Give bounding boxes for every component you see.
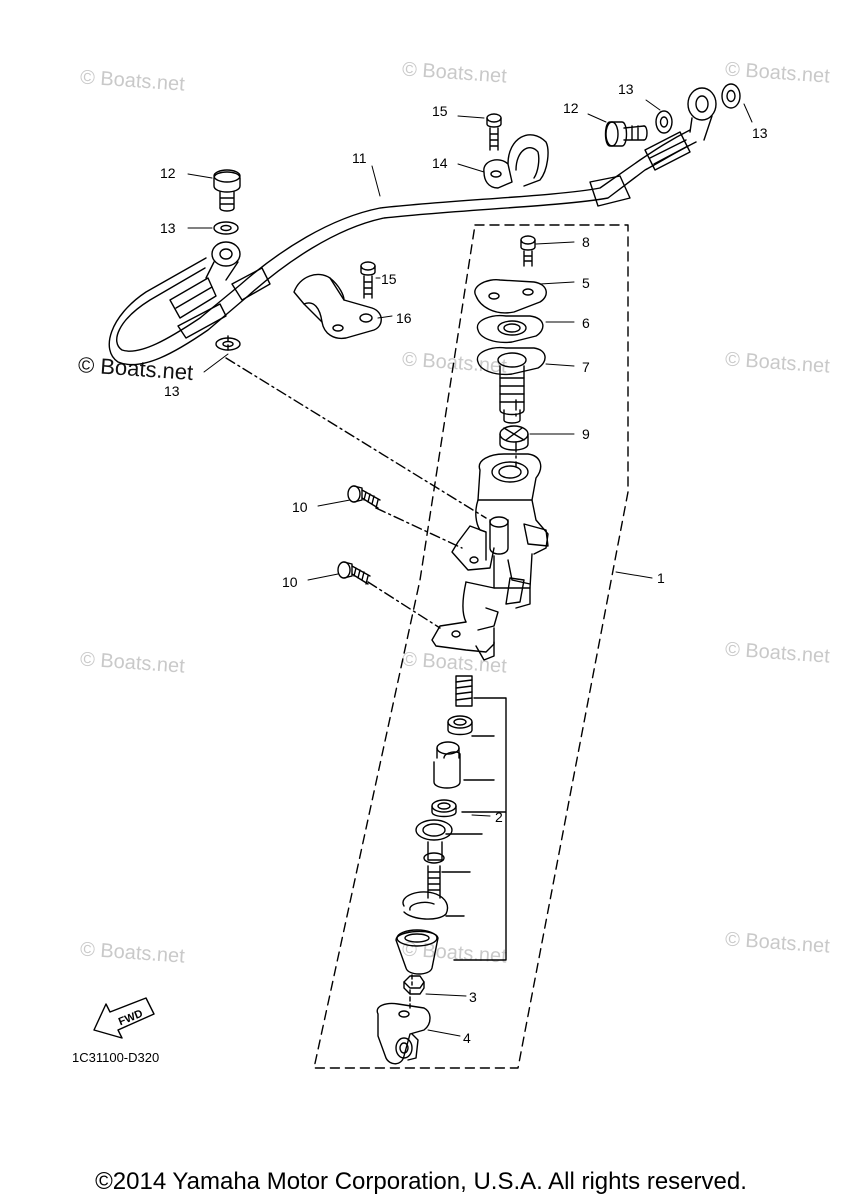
float: [499, 425, 529, 451]
diaphragm: [476, 346, 546, 424]
clevis: [376, 1002, 431, 1065]
callout-13-left-upper: 13: [160, 220, 176, 236]
callout-13-left-lower: 13: [164, 383, 180, 399]
callout-15-upper: 15: [432, 103, 448, 119]
callout-15-lower: 15: [381, 271, 397, 287]
callout-12-left: 12: [160, 165, 176, 181]
master-cylinder-body: [431, 453, 549, 661]
callout-7: 7: [582, 359, 590, 375]
hose-clamp-upper: [483, 134, 549, 189]
callout-6: 6: [582, 315, 590, 331]
clamp-screw-upper: [486, 113, 502, 151]
callout-10-lower: 10: [282, 574, 298, 590]
cap-plate: [476, 314, 544, 344]
reservoir-cap: [474, 279, 547, 314]
callout-8: 8: [582, 234, 590, 250]
assembly-outline: [313, 224, 629, 1069]
union-bolt-upper-left: [213, 169, 241, 212]
alignment-line: [367, 581, 441, 629]
callout-5: 5: [582, 275, 590, 291]
callout-11: 11: [352, 150, 367, 166]
callout-13-right-inner: 13: [618, 81, 634, 97]
callout-4: 4: [463, 1030, 471, 1046]
alignment-line: [225, 357, 487, 519]
brake-hose: [108, 87, 717, 366]
piston-kit: [395, 675, 473, 975]
diagram-code: 1C31100-D320: [72, 1050, 160, 1065]
cap-bolt: [520, 235, 536, 267]
callout-10-upper: 10: [292, 499, 308, 515]
hose-guide: [293, 273, 382, 340]
callout-9: 9: [582, 426, 590, 442]
alignment-line: [375, 507, 463, 549]
leader-lines: [187, 99, 753, 1037]
callout-2: 2: [495, 809, 503, 825]
callout-12-right: 12: [563, 100, 579, 116]
clamp-screw-lower: [360, 261, 376, 299]
callout-13-right-outer: 13: [752, 125, 768, 141]
union-bolt-upper-right: [604, 121, 648, 147]
fwd-arrow: [93, 997, 155, 1039]
callout-14: 14: [432, 155, 448, 171]
fwd-label: FWD: [117, 1008, 145, 1029]
mounting-bolt-lower: [337, 561, 371, 585]
part2-bracket: [441, 697, 507, 961]
callout-3: 3: [469, 989, 477, 1005]
callout-16: 16: [396, 310, 412, 326]
callout-1: 1: [657, 570, 665, 586]
mounting-bolt-upper: [347, 485, 381, 509]
lock-nut: [403, 975, 425, 995]
copyright-notice: ©2014 Yamaha Motor Corporation, U.S.A. A…: [95, 1168, 747, 1195]
